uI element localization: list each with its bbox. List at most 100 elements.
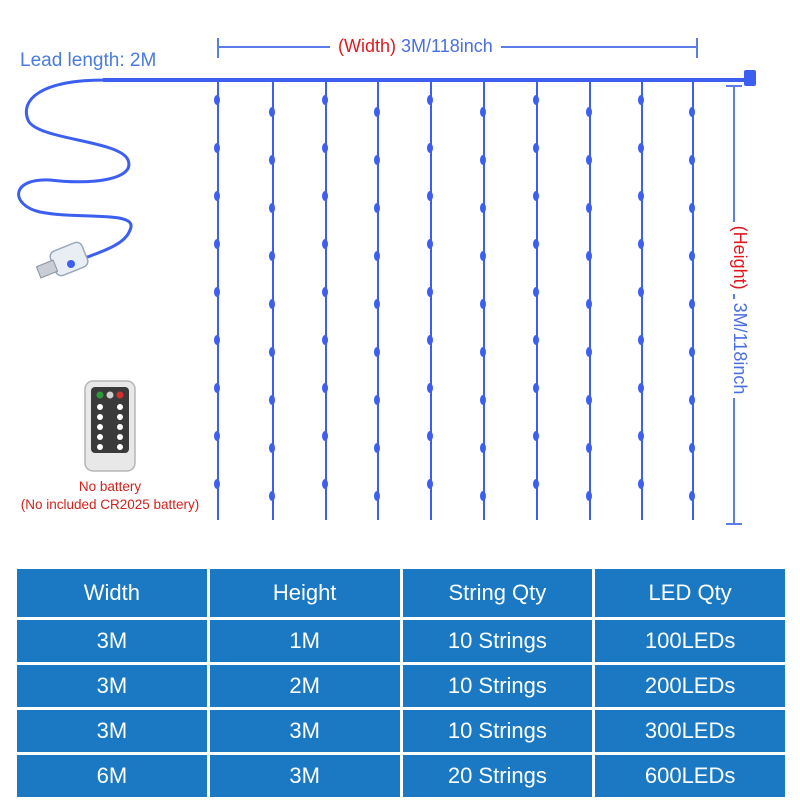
led-bulb	[322, 335, 328, 345]
remote-control	[84, 380, 136, 472]
table-header-row: Width Height String Qty LED Qty	[14, 566, 788, 620]
led-bulb	[533, 383, 539, 393]
led-bulb	[214, 95, 220, 105]
led-bulb	[269, 491, 275, 501]
led-bulb	[322, 239, 328, 249]
led-bulb	[322, 479, 328, 489]
led-bulb	[638, 383, 644, 393]
led-bulb	[586, 491, 592, 501]
table-row: 3M 1M 10 Strings 100LEDs	[14, 617, 788, 665]
led-bulb	[533, 431, 539, 441]
cell-width: 3M	[14, 662, 210, 710]
led-bulb	[480, 203, 486, 213]
led-bulb	[586, 107, 592, 117]
table-row: 3M 3M 10 Strings 300LEDs	[14, 707, 788, 755]
led-bulb	[322, 143, 328, 153]
led-bulb	[689, 491, 695, 501]
curtain-light-diagram	[17, 38, 756, 525]
led-bulb	[214, 191, 220, 201]
led-bulb	[427, 239, 433, 249]
led-strings	[214, 80, 695, 520]
led-bulb	[374, 443, 380, 453]
header-width: Width	[14, 566, 210, 620]
cell-led-qty: 100LEDs	[592, 617, 788, 665]
cell-height: 2M	[206, 662, 403, 710]
led-bulb	[269, 395, 275, 405]
cell-string-qty: 20 Strings	[399, 752, 596, 800]
lead-cable	[17, 78, 133, 260]
header-string-qty: String Qty	[399, 566, 596, 620]
led-bulb	[638, 479, 644, 489]
led-bulb	[214, 287, 220, 297]
cell-string-qty: 10 Strings	[399, 662, 596, 710]
led-bulb	[374, 107, 380, 117]
led-bulb	[374, 347, 380, 357]
led-bulb	[533, 95, 539, 105]
led-bulb	[427, 143, 433, 153]
led-bulb	[427, 479, 433, 489]
led-bulb	[214, 239, 220, 249]
led-bulb	[638, 143, 644, 153]
led-bulb	[638, 287, 644, 297]
led-bulb	[638, 335, 644, 345]
led-bulb	[586, 203, 592, 213]
height-name: (Height)	[730, 221, 750, 294]
end-cap	[744, 70, 756, 86]
led-bulb	[689, 347, 695, 357]
cell-height: 3M	[206, 752, 403, 800]
width-name: (Width)	[338, 36, 396, 56]
led-bulb	[638, 431, 644, 441]
cell-height: 1M	[206, 617, 403, 665]
led-bulb	[533, 239, 539, 249]
led-bulb	[689, 251, 695, 261]
cell-string-qty: 10 Strings	[399, 617, 596, 665]
cell-led-qty: 300LEDs	[592, 707, 788, 755]
led-bulb	[586, 443, 592, 453]
led-bulb	[322, 191, 328, 201]
led-bulb	[480, 395, 486, 405]
led-bulb	[480, 347, 486, 357]
cell-width: 6M	[14, 752, 210, 800]
led-bulb	[374, 395, 380, 405]
led-bulb	[269, 347, 275, 357]
led-bulb	[427, 95, 433, 105]
led-bulb	[586, 251, 592, 261]
width-value: 3M/118inch	[401, 36, 493, 56]
height-label: (Height) 3M/118inch	[729, 190, 750, 430]
led-bulb	[638, 95, 644, 105]
led-bulb	[214, 143, 220, 153]
led-bulb	[374, 203, 380, 213]
led-bulb	[269, 203, 275, 213]
led-bulb	[427, 383, 433, 393]
led-bulb	[638, 239, 644, 249]
led-bulb	[533, 479, 539, 489]
battery-note: No battery (No included CR2025 battery)	[0, 478, 220, 514]
led-bulb	[427, 287, 433, 297]
led-bulb	[269, 443, 275, 453]
led-bulb	[480, 443, 486, 453]
led-bulb	[214, 383, 220, 393]
led-bulb	[322, 383, 328, 393]
led-bulb	[689, 203, 695, 213]
height-value: 3M/118inch	[730, 298, 750, 399]
spec-table: Width Height String Qty LED Qty 3M 1M 10…	[14, 566, 788, 800]
table-row: 6M 3M 20 Strings 600LEDs	[14, 752, 788, 800]
led-bulb	[374, 251, 380, 261]
header-led-qty: LED Qty	[592, 566, 788, 620]
led-bulb	[214, 431, 220, 441]
led-bulb	[322, 95, 328, 105]
led-bulb	[480, 251, 486, 261]
led-bulb	[533, 335, 539, 345]
led-bulb	[689, 395, 695, 405]
led-bulb	[586, 347, 592, 357]
led-bulb	[480, 491, 486, 501]
led-bulb	[480, 107, 486, 117]
led-bulb	[214, 479, 220, 489]
led-bulb	[427, 191, 433, 201]
cell-led-qty: 600LEDs	[592, 752, 788, 800]
led-bulb	[586, 299, 592, 309]
led-bulb	[689, 443, 695, 453]
led-bulb	[689, 155, 695, 165]
led-bulb	[374, 155, 380, 165]
led-bulb	[638, 191, 644, 201]
